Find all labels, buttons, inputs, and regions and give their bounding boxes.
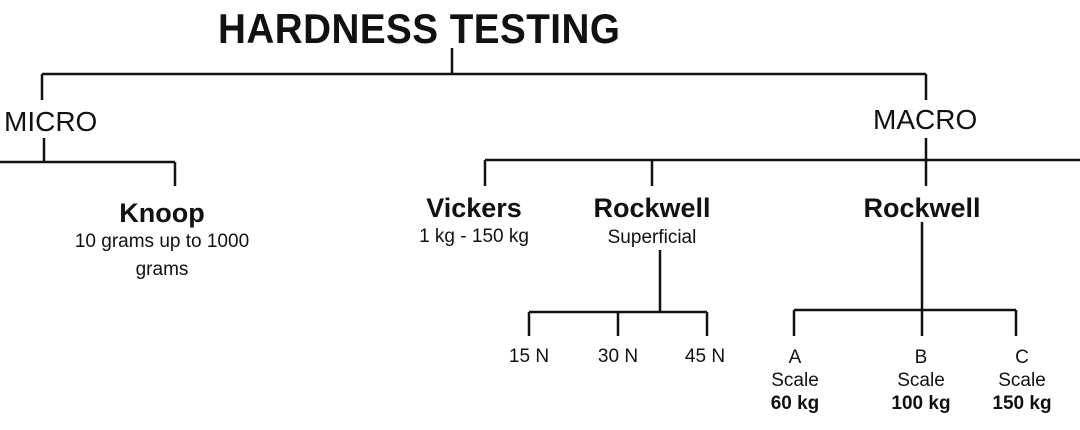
scale-b-load: 100 kg [891,393,951,414]
vickers-name: Vickers [426,193,522,223]
scale-a-word: Scale [771,370,819,391]
scale-c-node: C Scale 150 kg [992,348,1051,413]
vickers-node: Vickers 1 kg - 150 kg [419,193,529,247]
macro-label: MACRO [873,104,978,135]
scale-c-word: Scale [998,370,1046,391]
scale-a-letter: A [788,347,802,368]
knoop-name: Knoop [119,198,205,228]
scale-c-letter: C [1015,347,1029,368]
scale-30n: 30 N [597,346,639,367]
micro-label: MICRO [4,106,98,137]
vickers-range: 1 kg - 150 kg [419,226,529,247]
rockwell-superficial-qualifier: Superficial [607,227,697,248]
knoop-range-line2: grams [135,259,189,280]
diagram-title: HARDNESS TESTING [218,5,621,52]
scale-45n: 45 N [684,346,726,367]
rockwell-node: Rockwell [863,195,980,222]
scale-a-node: A Scale 60 kg [771,348,820,413]
scale-15n: 15 N [508,346,550,367]
rockwell-superficial-node: Rockwell Superficial [593,193,711,248]
rockwell-name: Rockwell [863,193,981,223]
knoop-range-line1: 10 grams up to 1000 [74,231,250,252]
scale-c-load: 150 kg [992,393,1052,414]
scale-b-node: B Scale 100 kg [891,348,950,413]
scale-a-load: 60 kg [770,393,820,414]
rockwell-superficial-name: Rockwell [593,193,711,223]
scale-b-letter: B [914,347,928,368]
scale-b-word: Scale [897,370,945,391]
knoop-node: Knoop 10 grams up to 1000 grams [74,198,250,280]
